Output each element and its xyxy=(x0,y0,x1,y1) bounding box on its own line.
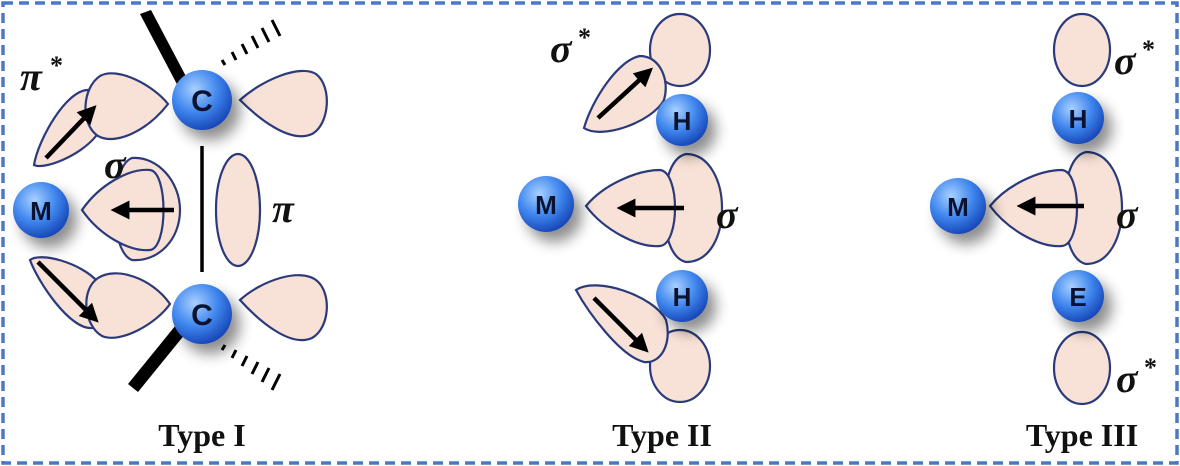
c-bottom-right-lobe xyxy=(238,274,328,342)
type-3-label: Type III xyxy=(1026,417,1138,453)
element-atom-type3-label: E xyxy=(1069,282,1086,312)
metal-atom-type2 xyxy=(518,176,574,232)
hydrogen-atom-type3 xyxy=(1052,92,1104,144)
carbon-atom-top-label: C xyxy=(191,85,213,118)
metal-atom-type3 xyxy=(930,178,986,234)
sigma-star-lobe-bottom-type3 xyxy=(1052,330,1112,406)
sigma-symbol: σ xyxy=(104,142,127,187)
hydrogen-atom-top xyxy=(656,94,708,146)
type-1-group: M C C π * σ π Type I xyxy=(13,10,328,453)
metal-atom-label: M xyxy=(30,196,52,226)
sigma-star-symbol-top-type3: σ xyxy=(1114,38,1137,83)
pi-star-lobe-top-right xyxy=(84,72,170,141)
metal-atom-type2-label: M xyxy=(535,190,557,220)
sigma-star-symbol-bottom-type3: σ xyxy=(1116,356,1139,401)
element-atom-type3 xyxy=(1052,270,1104,322)
hashed-bond-top xyxy=(220,19,282,66)
hashed-bond-bottom xyxy=(220,344,282,391)
sigma-star-lobe-top-type3 xyxy=(1052,12,1112,88)
metal-atom-type3-label: M xyxy=(947,192,969,222)
hydrogen-atom-top-label: H xyxy=(673,106,692,136)
sigma-star-superscript-top-type3: * xyxy=(1142,35,1155,64)
wedge-bond-bottom xyxy=(128,320,190,392)
sigma-star-superscript-type2: * xyxy=(578,23,591,52)
sigma-star-superscript-bottom-type3: * xyxy=(1144,353,1157,382)
pi-star-lobe-bottom-right xyxy=(85,272,172,339)
type-3-group: M H E σ * σ σ * Type III xyxy=(930,12,1157,453)
carbon-atom-bottom xyxy=(172,284,232,344)
carbon-atom-top xyxy=(172,70,232,130)
arrow-sigma-star-bottom xyxy=(592,296,649,353)
pi-star-superscript: * xyxy=(50,51,63,80)
type-2-label: Type II xyxy=(612,417,712,453)
carbon-atom-bottom-label: C xyxy=(191,299,213,332)
hydrogen-atom-bottom-label: H xyxy=(673,282,692,312)
type-2-group: M H H σ * σ Type II xyxy=(518,12,739,453)
type-1-label: Type I xyxy=(158,417,245,453)
c-top-right-lobe xyxy=(238,69,328,138)
wedge-bond-top xyxy=(140,10,190,90)
arrow-pi-star-top xyxy=(44,105,97,160)
pi-symbol: π xyxy=(272,186,295,231)
hydrogen-atom-type3-label: H xyxy=(1069,104,1088,134)
sigma-star-symbol-type2: σ xyxy=(550,26,573,71)
hydrogen-atom-bottom xyxy=(656,270,708,322)
metal-atom xyxy=(13,182,69,238)
sigma-symbol-type3: σ xyxy=(1116,192,1139,237)
pi-lobe xyxy=(214,152,262,268)
arrow-pi-star-bottom xyxy=(36,260,99,323)
sigma-star-lobe-top xyxy=(648,12,712,88)
sigma-symbol-type2: σ xyxy=(716,192,739,237)
arrow-sigma-star-top xyxy=(596,67,653,120)
pi-star-symbol: π xyxy=(20,54,43,99)
